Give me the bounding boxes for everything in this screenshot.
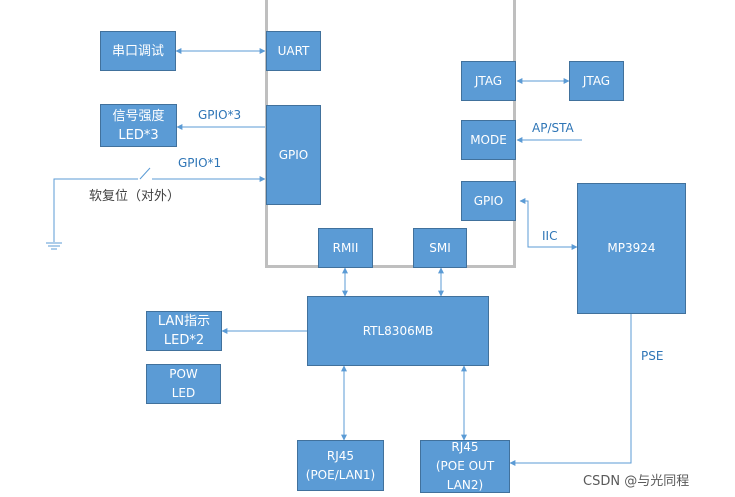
reset-switch-blade bbox=[139, 167, 151, 180]
iic-label: IIC bbox=[542, 229, 558, 243]
smi-block: SMI bbox=[413, 228, 467, 268]
rj45-poe-out-lan2-block: RJ45 (POE OUT LAN2) bbox=[420, 440, 510, 493]
signal-strength-led-block: 信号强度 LED*3 bbox=[100, 104, 177, 147]
serial-debug-block: 串口调试 bbox=[100, 31, 176, 71]
iic-connector bbox=[519, 198, 578, 250]
soft-reset-label: 软复位（对外） bbox=[89, 189, 181, 204]
jtag-inner-block: JTAG bbox=[461, 61, 516, 101]
uart-block: UART bbox=[266, 31, 321, 71]
lan-indicator-led-block: LAN指示 LED*2 bbox=[146, 311, 222, 351]
power-led-block: POW LED bbox=[146, 364, 221, 404]
jtag-external-block: JTAG bbox=[569, 61, 624, 101]
gpio-right-block: GPIO bbox=[461, 181, 516, 221]
pse-connector bbox=[509, 314, 632, 466]
gpio-left-block: GPIO bbox=[266, 105, 321, 205]
rmii-block: RMII bbox=[318, 228, 373, 268]
mp3924-block: MP3924 bbox=[577, 183, 686, 314]
rtl8306mb-block: RTL8306MB bbox=[307, 296, 489, 366]
rj45-poe-lan1-block: RJ45 (POE/LAN1) bbox=[297, 440, 384, 491]
gpio1-label: GPIO*1 bbox=[178, 156, 222, 170]
ap-sta-label: AP/STA bbox=[532, 121, 574, 135]
pse-label: PSE bbox=[641, 349, 664, 363]
gpio3-label: GPIO*3 bbox=[198, 108, 242, 122]
watermark: CSDN @与光同程 bbox=[583, 474, 690, 489]
mode-block: MODE bbox=[461, 120, 516, 160]
soft-reset-wire bbox=[53, 178, 138, 242]
